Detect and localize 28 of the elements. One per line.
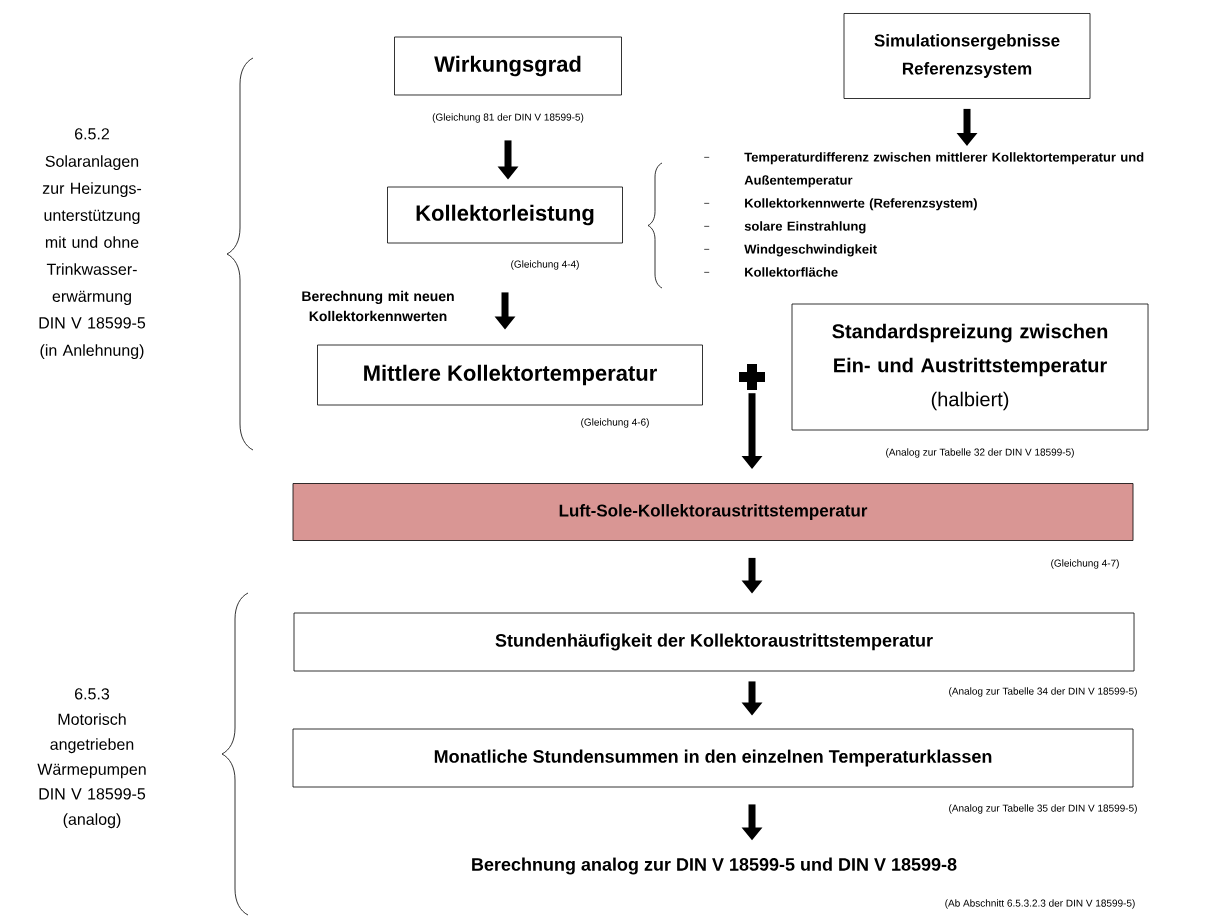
plus-sign [739,364,765,390]
process-box: Kollektorleistung [387,186,623,244]
section-label: DIN V 18599-5 [39,788,146,800]
result-text: Berechnung analog zur DIN V 18599-5 und DIN V 18599-8 [472,857,957,875]
process-box: Monatliche Stundensummen in den einzelnen Temperaturklassen [292,728,1134,788]
section-label: DIN V 18599-5 [39,317,146,329]
process-box: Simulationsergebnisse Referenzsystem [843,13,1091,99]
section-label: 6.5.2 [75,128,109,140]
process-box: Luft-Sole-Kollektoraustrittstemperatur [292,483,1134,541]
equation-reference: (Gleichung 4-7) [1051,559,1119,569]
process-box: Mittlere Kollektortemperatur [317,344,703,406]
section-label: (analog) [63,813,121,829]
section-label: 6.5.3 [75,688,110,700]
equation-reference: (Gleichung 4-4) [511,260,579,270]
equation-reference: (Analog zur Tabelle 34 der DIN V 18599-5) [949,687,1137,697]
equation-reference: (Analog zur Tabelle 35 der DIN V 18599-5) [949,804,1137,814]
section-label: Solaranlagen zur Heizungs- unterstützung mit und ohne Trinkwasser- erwärmung [42,155,142,306]
section-label: (in Anlehnung) [40,344,144,360]
equation-reference: (Analog zur Tabelle 32 der DIN V 18599-5) [886,448,1074,458]
process-box: Standardspreizung zwischen Ein- und Austrittstemperatur (halbiert) [791,303,1149,431]
equation-reference: (Gleichung 81 der DIN V 18599-5) [432,113,584,123]
process-box: Stundenhäufigkeit der Kollektoraustrittstemperatur [293,612,1135,672]
equation-reference: (Ab Abschnitt 6.5.3.2.3 der DIN V 18599-5) [945,899,1135,909]
process-box: Wirkungsgrad [394,36,622,96]
bullet-list: Temperaturdifferenz zwischen mittlerer Kollektortemperatur und Außentemperatur Kollektorkennwerte (Referenzsystem) solare Einstrahlung Windgeschwindigkeit Kollektorfläche [703,152,1144,277]
equation-reference: (Gleichung 4-6) [581,418,649,428]
edge-label: Berechnung mit neuen Kollektorkennwerten [302,290,454,322]
section-label: Motorisch angetrieben Wärmepumpen [37,713,146,779]
